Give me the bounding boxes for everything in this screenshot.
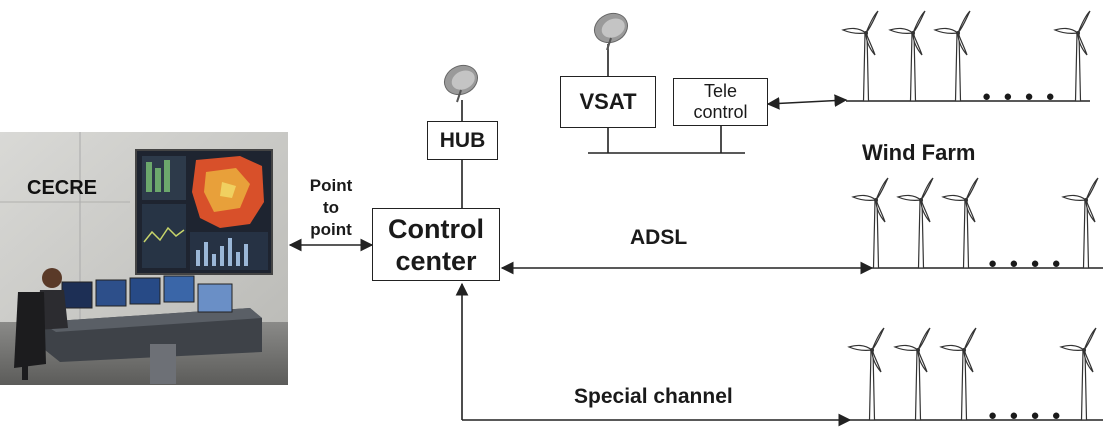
ellipsis-row-3: ● ● ● ●	[988, 407, 1065, 424]
satellite-dish-icon	[593, 12, 629, 51]
control-center-box: Control center	[372, 208, 500, 281]
special-channel-label: Special channel	[574, 385, 733, 408]
hub-label: HUB	[439, 128, 486, 152]
wind-turbine-icon	[933, 10, 971, 102]
ellipsis-row-2: ● ● ● ●	[988, 255, 1065, 272]
telecontrol-label: Tele control	[693, 81, 748, 122]
wind-turbine-icon	[888, 10, 926, 102]
telecontrol-link	[766, 94, 848, 110]
wind-turbine-icon	[893, 327, 931, 421]
wind-turbine-icon	[941, 177, 979, 269]
wind-turbine-icon	[1053, 10, 1091, 102]
satellite-dish-icon	[443, 64, 479, 103]
point-to-point-label: Point to point	[309, 176, 353, 239]
adsl-label: ADSL	[630, 226, 688, 249]
wind-turbine-icon	[939, 327, 977, 421]
wind-farm-label: Wind Farm	[862, 140, 976, 165]
vsat-box: VSAT	[560, 76, 656, 128]
control-center-label: Control center	[388, 213, 484, 276]
wind-turbine-icon	[1059, 327, 1097, 421]
wind-turbine-icon	[851, 177, 889, 269]
ellipsis-row-1: ● ● ● ●	[982, 88, 1059, 105]
satellite-dishes	[443, 12, 629, 103]
wind-turbine-icon	[847, 327, 885, 421]
vsat-label: VSAT	[579, 89, 637, 114]
wind-turbine-icon	[841, 10, 879, 102]
wind-turbine-icon	[896, 177, 934, 269]
hub-box: HUB	[427, 121, 498, 160]
cecre-label: CECRE	[27, 177, 98, 199]
wind-turbines	[841, 10, 1099, 421]
wind-turbine-icon	[1061, 177, 1099, 269]
telecontrol-box: Tele control	[673, 78, 768, 126]
cecre-photo	[0, 132, 288, 385]
